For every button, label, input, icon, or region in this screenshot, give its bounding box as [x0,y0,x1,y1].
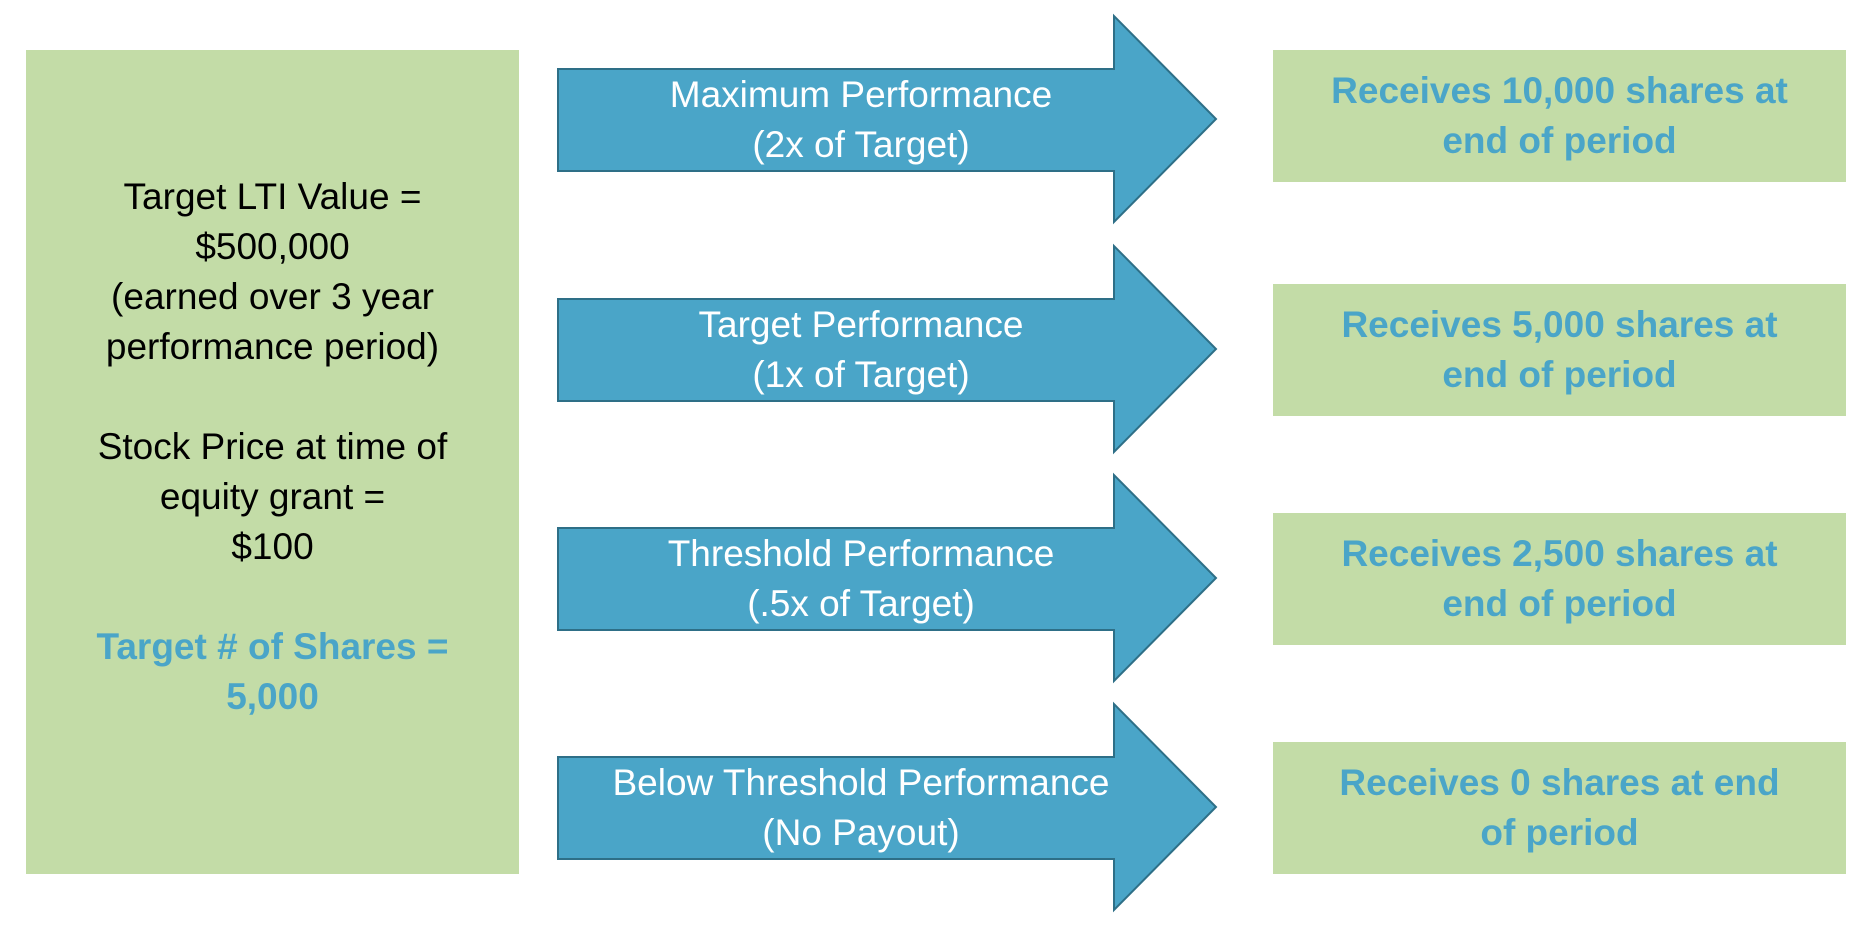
arrow-label-target: Target Performance (1x of Target) [558,299,1164,401]
result-maximum: Receives 10,000 shares at end of period [1273,50,1846,182]
result-threshold: Receives 2,500 shares at end of period [1273,513,1846,645]
result-line2: end of period [1442,583,1677,624]
result-line1: Receives 0 shares at end [1339,762,1780,803]
target-shares-value: 5,000 [226,676,319,717]
target-shares-label: Target # of Shares = [96,626,449,667]
arrow-label-line2: (No Payout) [762,812,960,853]
result-line2: of period [1480,812,1639,853]
result-below-threshold: Receives 0 shares at end of period [1273,742,1846,874]
lti-value-amount: $500,000 [195,226,350,267]
arrow-label-maximum: Maximum Performance (2x of Target) [558,69,1164,171]
arrow-label-below-threshold: Below Threshold Performance (No Payout) [558,757,1164,859]
lti-value-label: Target LTI Value = [123,176,422,217]
arrow-label-threshold: Threshold Performance (.5x of Target) [558,528,1164,630]
result-line1: Receives 10,000 shares at [1331,70,1788,111]
arrow-label-line1: Maximum Performance [669,74,1053,115]
result-line1: Receives 5,000 shares at [1341,304,1778,345]
arrow-label-line2: (.5x of Target) [747,583,975,624]
stock-price-label-1: Stock Price at time of [97,426,448,467]
arrow-label-line1: Target Performance [698,304,1024,345]
stock-price-label-2: equity grant = [159,476,386,517]
arrow-label-line2: (2x of Target) [752,124,970,165]
result-target: Receives 5,000 shares at end of period [1273,284,1846,416]
arrow-label-line1: Below Threshold Performance [612,762,1110,803]
target-lti-panel: Target LTI Value = $500,000 (earned over… [26,50,519,874]
result-line1: Receives 2,500 shares at [1341,533,1778,574]
arrow-label-line1: Threshold Performance [667,533,1055,574]
stock-price-amount: $100 [231,526,314,567]
lti-period-note-2: performance period) [105,326,440,367]
result-line2: end of period [1442,120,1677,161]
arrow-label-line2: (1x of Target) [752,354,970,395]
result-line2: end of period [1442,354,1677,395]
lti-period-note-1: (earned over 3 year [111,276,434,317]
